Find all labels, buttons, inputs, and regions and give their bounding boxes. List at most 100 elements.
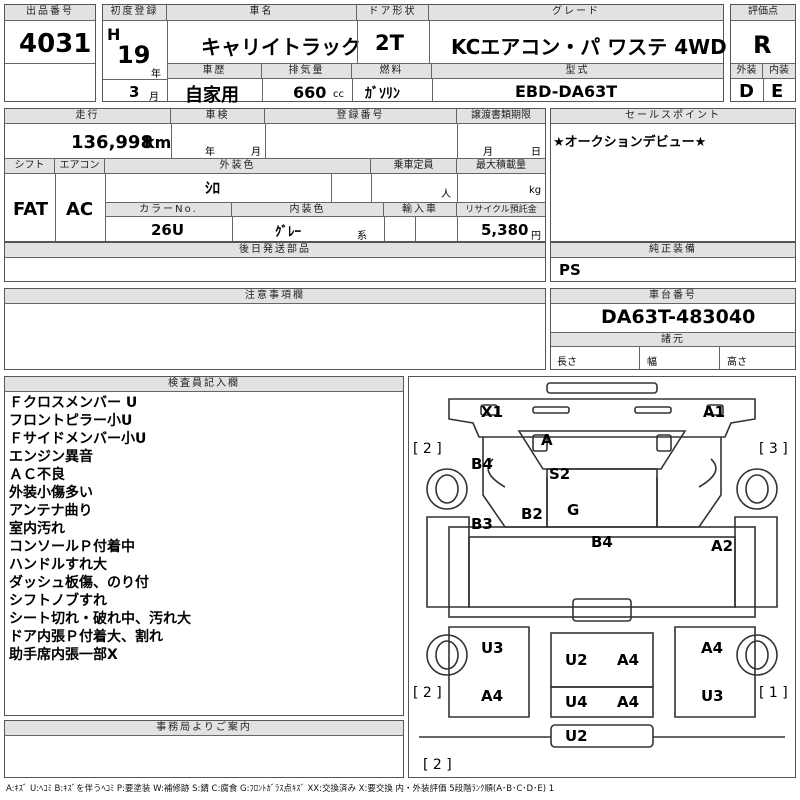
displacement-unit: cc — [333, 89, 344, 100]
note-line: 助手席内張一部X — [9, 647, 118, 663]
fuel: ｶﾞｿﾘﾝ — [365, 86, 400, 102]
rear-bumper — [550, 724, 654, 748]
shift: FAT — [13, 199, 49, 220]
history-label: 車歴 — [168, 64, 262, 79]
mark-a4-bottom: A4 — [617, 693, 640, 711]
left-door — [426, 516, 470, 608]
year-unit: 年 — [151, 69, 161, 80]
color-no-label: カラーNo. — [106, 203, 232, 217]
model: EBD-DA63T — [515, 82, 618, 101]
front-right-wheel-inner — [745, 474, 769, 504]
grade-label: グレード — [429, 5, 723, 21]
mark-a4-center: A4 — [617, 651, 640, 669]
later-parts-box: 後日発送部品 — [4, 242, 546, 282]
reg-year: 19 — [117, 41, 151, 69]
bracket-3-top-right: [ 3 ] — [759, 441, 788, 457]
sales-point: ★オークションデビュー★ — [553, 135, 707, 150]
legend: A:ｷｽﾞ U:ﾍｺﾐ B:ｷｽﾞを伴うﾍｺﾐ P:要塗装 W:補修跡 S:錆 … — [6, 784, 555, 794]
front-grille-shape — [532, 406, 570, 414]
front-panel-shape — [448, 398, 756, 438]
mileage: 136,998 — [71, 132, 153, 153]
mark-b4-left: B4 — [471, 455, 493, 473]
int-color-label: 内装色 — [232, 203, 384, 217]
lot-box: 出品番号 4031 — [4, 4, 96, 102]
rear-gate — [550, 686, 654, 718]
import-label: 輸入車 — [384, 203, 457, 217]
score: R — [753, 31, 772, 59]
caution-box: 注意事項欄 — [4, 288, 546, 370]
mark-b2: B2 — [521, 505, 543, 523]
bracket-2-top-left: [ 2 ] — [413, 441, 442, 457]
inspection-label: 車検 — [171, 109, 265, 124]
score-label: 評価点 — [731, 5, 795, 21]
ext-color: ｼﾛ — [205, 179, 221, 197]
front-light-right — [706, 404, 724, 416]
right-door — [734, 516, 778, 608]
first-reg-label: 初度登録 — [103, 5, 167, 21]
note-line: 室内汚れ — [9, 521, 65, 537]
note-line: ＡＣ不良 — [9, 467, 65, 483]
recycle-unit: 円 — [531, 231, 541, 242]
mark-u3-right: U3 — [701, 687, 724, 705]
mark-b4-center: B4 — [591, 533, 613, 551]
mark-g: G — [567, 501, 580, 519]
model-label: 型式 — [432, 64, 723, 79]
max-load-label: 最大積載量 — [457, 159, 545, 174]
mark-u3-left: U3 — [481, 639, 504, 657]
note-line: フロントピラー小U — [9, 413, 133, 429]
inspection-month-unit: 月 — [251, 147, 261, 158]
sales-point-box: セールスポイント ★オークションデビュー★ — [550, 108, 796, 242]
note-line: Ｆクロスメンバー U — [9, 395, 138, 411]
header-block: 初度登録 車名 ドア形状 グレード H 19 年 3 月 キャリイトラック 2T… — [102, 4, 727, 106]
car-name-label: 車名 — [167, 5, 357, 21]
rear-left-wheel-inner — [435, 640, 459, 670]
transfer-day-unit: 日 — [531, 147, 541, 158]
rear-left-gate — [448, 626, 530, 718]
genuine-label: 純正装備 — [551, 243, 795, 258]
lot-number: 4031 — [19, 29, 92, 59]
int-color-unit: 系 — [357, 231, 367, 242]
front-light-left — [480, 404, 498, 416]
wiper-shape — [532, 434, 548, 452]
recycle-label: リサイクル預託金 — [457, 203, 545, 217]
windshield-shape — [517, 430, 687, 470]
mark-a4-left: A4 — [481, 687, 504, 705]
truck-diagram — [419, 382, 785, 748]
exterior-label: 外装 — [731, 64, 763, 79]
fuel-label: 燃料 — [352, 64, 432, 79]
note-line: ハンドルすれ大 — [9, 557, 107, 573]
rear-right-wheel-inner — [745, 640, 769, 670]
length-label: 長さ — [557, 357, 577, 368]
note-line: エンジン異音 — [9, 449, 93, 465]
history: 自家用 — [185, 85, 239, 106]
displacement: 660 — [293, 83, 327, 102]
capacity-unit: 人 — [441, 189, 451, 200]
reg-no-label: 登録番号 — [265, 109, 457, 124]
mileage-unit: km — [144, 133, 172, 152]
chassis-number: DA63T-483040 — [601, 306, 756, 328]
grade: KCエアコン・パ ワステ 4WD — [451, 35, 727, 59]
mark-s2: S2 — [549, 465, 571, 483]
note-line: ドア内張Ｐ付着大、割れ — [9, 629, 163, 645]
bracket-2-bottom-left: [ 2 ] — [413, 685, 442, 701]
shift-label: シフト — [5, 159, 55, 174]
reg-month: 3 — [129, 83, 140, 101]
interior-label: 内装 — [763, 64, 795, 79]
caution-label: 注意事項欄 — [5, 289, 545, 304]
front-bumper-shape — [546, 382, 658, 394]
car-name: キャリイトラック — [201, 35, 361, 59]
int-color: ｸﾞﾚｰ — [275, 225, 301, 240]
inspection-year-unit: 年 — [205, 147, 215, 158]
rear-right-wheel — [736, 634, 778, 676]
rear-left-wheel — [426, 634, 468, 676]
later-parts-label: 後日発送部品 — [5, 243, 545, 258]
specs-label: 諸元 — [551, 333, 795, 347]
bracket-2-bottom: [ 2 ] — [423, 757, 452, 773]
exterior-grade: D — [739, 81, 754, 102]
mark-a1: A1 — [703, 403, 726, 421]
note-line: コンソールＰ付着中 — [9, 539, 135, 555]
capacity-label: 乗車定員 — [371, 159, 457, 174]
transfer-month-unit: 月 — [483, 147, 493, 158]
chassis-label: 車台番号 — [551, 289, 795, 304]
mark-x1: X1 — [481, 403, 504, 421]
